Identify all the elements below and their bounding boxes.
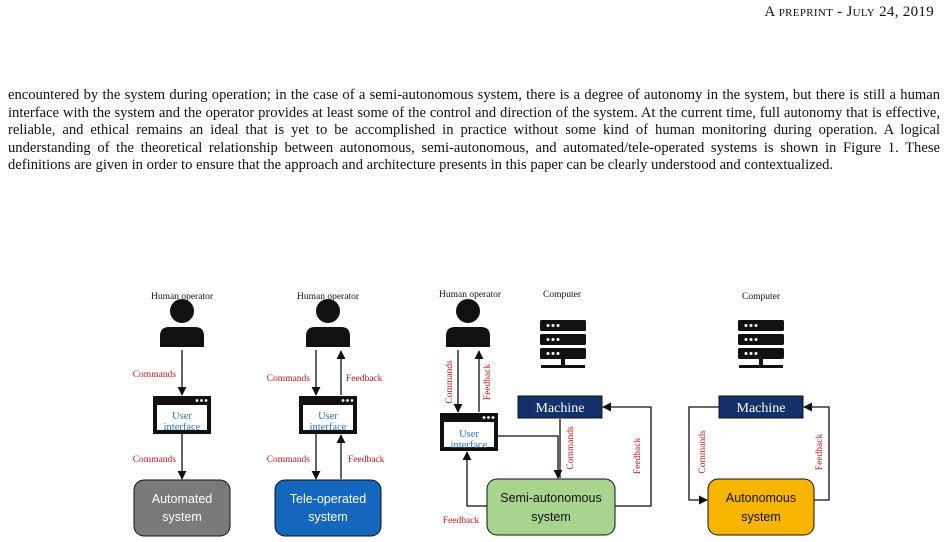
- user-interface-label: User: [318, 411, 338, 422]
- machine-label: Machine: [536, 401, 585, 416]
- human-operator-label: Human operator: [439, 290, 502, 300]
- server-icon: [540, 320, 586, 368]
- panel-autonomous: Computer Machine Commands Feedback Auton…: [688, 292, 830, 536]
- svg-text:interface: interface: [164, 422, 201, 433]
- svg-text:interface: interface: [451, 440, 488, 451]
- human-operator-label: Human operator: [151, 292, 214, 302]
- commands-label: Commands: [445, 360, 455, 404]
- running-header: A preprint - July 24, 2019: [764, 4, 934, 20]
- user-interface-label: User: [172, 411, 192, 422]
- feedback-label: Feedback: [633, 438, 643, 475]
- commands-label: Commands: [267, 374, 311, 384]
- feedback-label: Feedback: [443, 516, 480, 526]
- server-icon: [738, 320, 784, 368]
- feedback-label: Feedback: [483, 364, 493, 401]
- commands-label: Commands: [133, 370, 177, 380]
- automated-system-label: Automated: [152, 492, 213, 506]
- commands-label: Commands: [133, 455, 177, 465]
- user-interface-label: User: [459, 429, 479, 440]
- svg-text:system: system: [308, 510, 348, 524]
- svg-text:system: system: [162, 510, 202, 524]
- person-icon: [160, 299, 204, 347]
- computer-label: Computer: [543, 290, 582, 300]
- panel-teleoperated: Human operator Commands Feedback User in…: [267, 292, 385, 537]
- semiautonomous-system-label: Semi-autonomous: [500, 491, 601, 505]
- svg-text:interface: interface: [310, 422, 347, 433]
- feedback-label: Feedback: [815, 434, 825, 471]
- feedback-label: Feedback: [346, 374, 383, 384]
- person-icon: [306, 299, 350, 347]
- commands-label: Commands: [566, 426, 576, 470]
- autonomous-system-label: Autonomous: [726, 491, 796, 505]
- commands-label: Commands: [267, 455, 311, 465]
- svg-text:system: system: [741, 510, 781, 524]
- person-icon: [446, 299, 490, 347]
- panel-automated: Human operator Commands User interface C…: [133, 292, 231, 537]
- teleoperated-system-label: Tele-operated: [290, 492, 366, 506]
- feedback-label: Feedback: [348, 455, 385, 465]
- human-operator-label: Human operator: [297, 292, 360, 302]
- panel-semiautonomous: Human operator Computer Commands Feedbac…: [439, 290, 652, 536]
- body-paragraph: encountered by the system during operati…: [8, 87, 940, 174]
- computer-label: Computer: [742, 292, 781, 302]
- svg-text:system: system: [531, 510, 571, 524]
- machine-label: Machine: [737, 401, 786, 416]
- commands-label: Commands: [698, 430, 708, 474]
